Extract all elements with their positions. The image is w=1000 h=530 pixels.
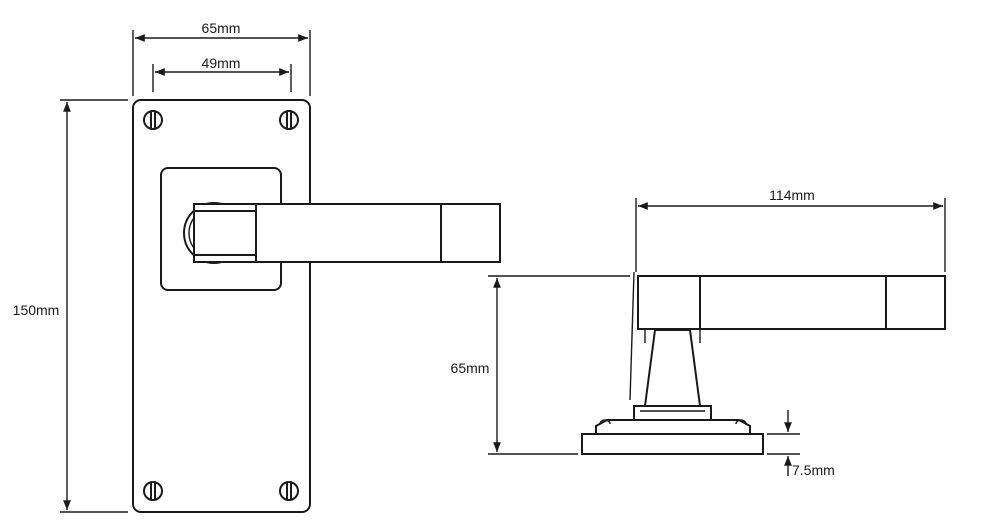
dim-label-projection: 65mm <box>451 360 490 376</box>
dim-label-plate-width: 65mm <box>202 20 241 36</box>
screw-top-right-icon <box>279 110 299 130</box>
dim-projection: 65mm <box>451 275 630 455</box>
lever-arm-side <box>637 275 946 330</box>
dim-screw-spacing: 49mm <box>152 55 292 92</box>
lever-arm-front <box>193 203 501 263</box>
side-view <box>581 275 946 455</box>
dim-label-screw-spacing: 49mm <box>202 55 241 71</box>
dim-plate-height: 150mm <box>13 99 128 513</box>
lever-neck <box>644 329 701 407</box>
dim-label-lever-length: 114mm <box>769 187 815 203</box>
screw-bottom-right-icon <box>279 481 299 501</box>
dim-label-plate-height: 150mm <box>13 302 60 318</box>
dim-rose-thickness: 7.5mm <box>767 410 835 478</box>
screw-top-left-icon <box>143 110 163 130</box>
dim-label-rose-thickness: 7.5mm <box>792 462 835 478</box>
screw-bottom-left-icon <box>143 481 163 501</box>
dim-plate-width: 65mm <box>132 20 311 96</box>
front-view <box>132 99 501 513</box>
dim-lever-length: 114mm <box>629 187 946 401</box>
rose-base <box>581 433 764 455</box>
backplate <box>132 99 311 513</box>
